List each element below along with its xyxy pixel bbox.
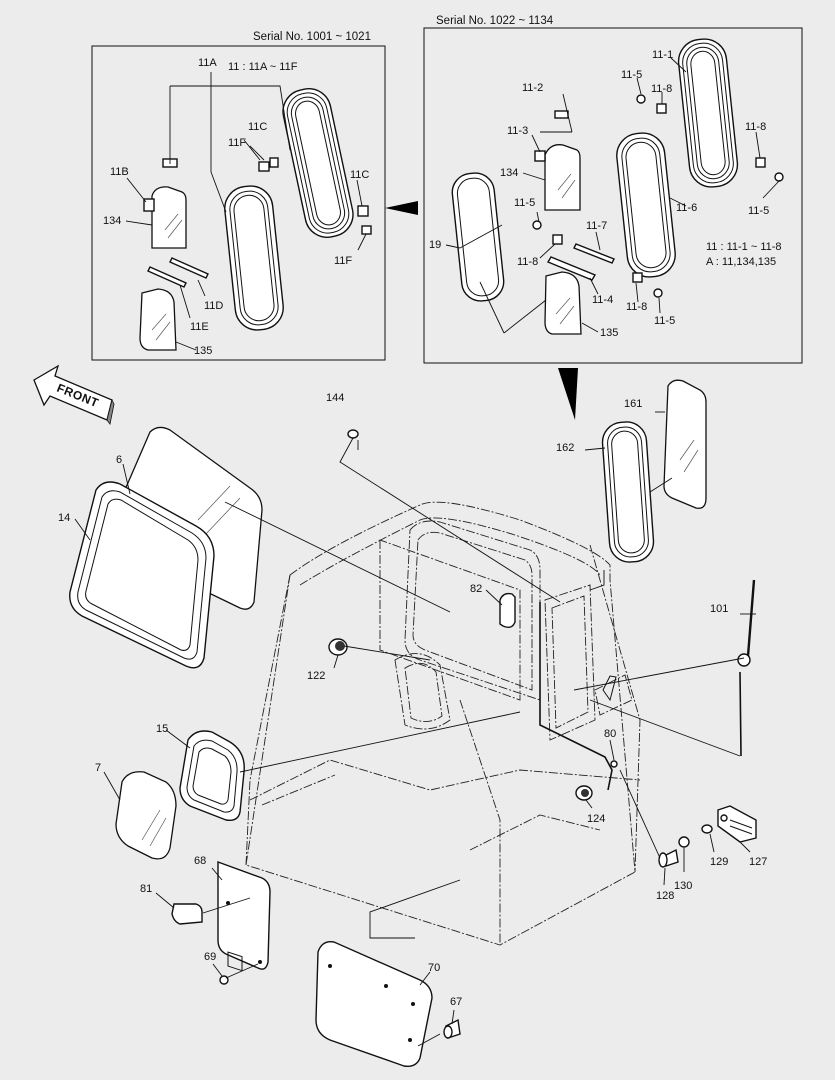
inset-box-left	[91, 45, 386, 361]
cab-body	[245, 501, 641, 946]
label-11F-b: 11F	[334, 255, 352, 267]
label-11B: 11B	[110, 166, 129, 178]
nut-144	[347, 429, 359, 439]
label-11-4: 11-4	[592, 294, 613, 306]
seal-14	[69, 481, 215, 669]
label-11C-b: 11C	[350, 169, 369, 181]
left-inset-parts	[125, 72, 372, 351]
serial-left-title: Serial No. 1001 ~ 1021	[253, 31, 371, 43]
label-14: 14	[58, 512, 70, 524]
label-15: 15	[156, 723, 168, 735]
label-81: 81	[140, 883, 152, 895]
label-11-7: 11-7	[586, 220, 607, 232]
label-11-8-a: 11-8	[651, 83, 672, 95]
bolt-67	[443, 1018, 461, 1039]
note-left: 11 : 11A ~ 11F	[228, 61, 298, 73]
label-162: 162	[556, 442, 574, 454]
label-130: 130	[674, 880, 692, 892]
label-6: 6	[116, 454, 122, 466]
label-11-8-c: 11-8	[517, 256, 538, 268]
label-135-right: 135	[600, 327, 618, 339]
seal-15	[179, 730, 245, 822]
label-11C-a: 11C	[248, 121, 267, 133]
right-inset-parts	[445, 38, 784, 335]
handle-82	[499, 592, 516, 629]
label-122: 122	[307, 670, 325, 682]
label-80: 80	[604, 728, 616, 740]
label-134-left: 134	[103, 215, 121, 227]
glass-134-right	[544, 144, 581, 211]
cover-81	[171, 903, 203, 925]
label-161: 161	[624, 398, 642, 410]
seal-162	[601, 421, 655, 563]
label-11-5-a: 11-5	[621, 69, 642, 81]
label-11-5-d: 11-5	[654, 315, 675, 327]
front-arrow: FRONT	[33, 364, 115, 425]
label-127: 127	[749, 856, 767, 868]
label-11A: 11A	[198, 57, 217, 69]
label-11F-a: 11F	[228, 137, 246, 149]
label-68: 68	[194, 855, 206, 867]
glass-7	[115, 771, 177, 860]
label-11-1: 11-1	[652, 49, 673, 61]
note-right-2: A : 11,134,135	[706, 256, 776, 268]
label-101: 101	[710, 603, 728, 615]
label-69: 69	[204, 951, 216, 963]
washer-129	[701, 824, 713, 834]
transition-arrow-right	[385, 201, 418, 215]
label-11-6: 11-6	[676, 202, 697, 214]
glass-135-right	[544, 271, 582, 335]
label-11-3: 11-3	[507, 125, 528, 137]
label-134-right: 134	[500, 167, 518, 179]
bolt-128	[658, 848, 679, 868]
label-7: 7	[95, 762, 101, 774]
label-11E: 11E	[190, 321, 209, 333]
note-right-1: 11 : 11-1 ~ 11-8	[706, 241, 782, 253]
label-129: 129	[710, 856, 728, 868]
latch-127	[717, 805, 757, 843]
label-82: 82	[470, 583, 482, 595]
label-11-2: 11-2	[522, 82, 543, 94]
main-leaders	[74, 411, 756, 1047]
label-124: 124	[587, 813, 605, 825]
label-135-left: 135	[194, 345, 212, 357]
panel-70	[315, 941, 433, 1068]
glass-161	[663, 379, 707, 509]
inset-box-right	[423, 27, 803, 364]
label-144: 144	[326, 392, 344, 404]
label-67: 67	[450, 996, 462, 1008]
label-11-5-b: 11-5	[748, 205, 769, 217]
plate-68	[217, 861, 271, 972]
glass-135-left	[139, 288, 177, 351]
cable-80	[539, 602, 613, 791]
washer-130	[678, 836, 690, 848]
label-11-8-b: 11-8	[745, 121, 766, 133]
label-11-5-c: 11-5	[514, 197, 535, 209]
serial-right-title: Serial No. 1022 ~ 1134	[436, 15, 554, 27]
antenna-101	[737, 579, 756, 757]
label-11D: 11D	[204, 300, 223, 312]
label-70: 70	[428, 962, 440, 974]
glass-134-left	[151, 186, 187, 249]
transition-arrow-down	[558, 368, 578, 420]
label-19: 19	[429, 239, 441, 251]
label-128: 128	[656, 890, 674, 902]
label-11-8-d: 11-8	[626, 301, 647, 313]
